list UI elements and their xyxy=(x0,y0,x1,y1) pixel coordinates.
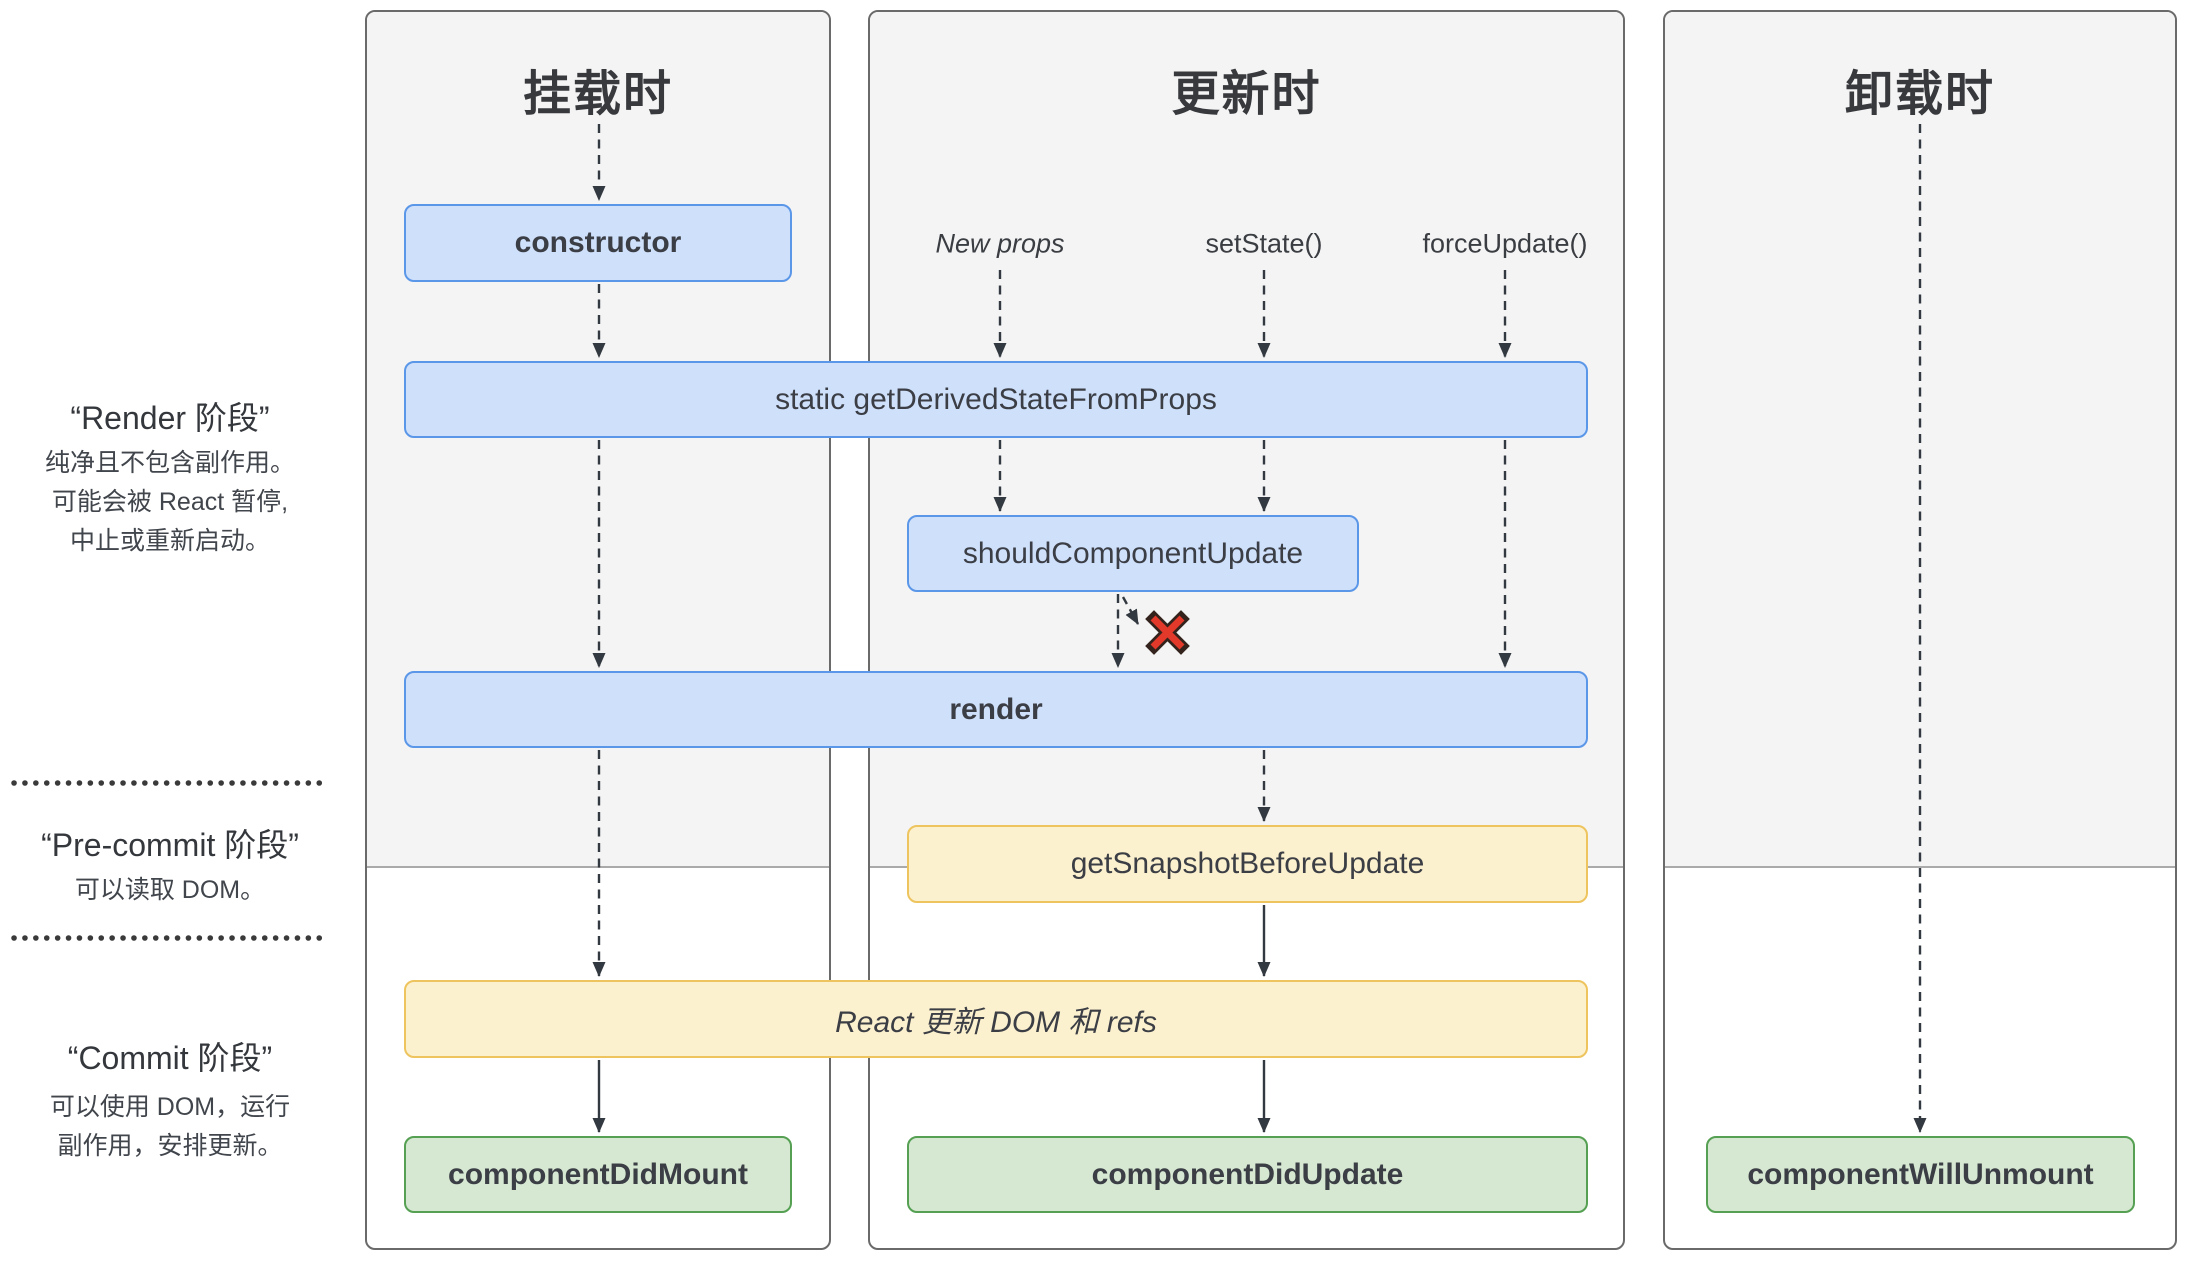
box-get-snapshot-before-update: getSnapshotBeforeUpdate xyxy=(907,825,1588,903)
phase-commit-line-2: 副作用，安排更新。 xyxy=(57,1132,283,1160)
phase-render-description: 纯净且不包含副作用。 可能会被 React 暂停, 中止或重新启动。 xyxy=(0,444,340,561)
phase-precommit-label: “Pre-commit 阶段” xyxy=(0,820,340,866)
column-mounting-title: 挂载时 xyxy=(522,68,673,121)
trigger-new-props: New props xyxy=(935,228,1065,259)
box-render: render xyxy=(404,671,1588,748)
phase-render-line-2: 可能会被 React 暂停, xyxy=(51,488,289,516)
column-updating-title: 更新时 xyxy=(1171,68,1322,121)
trigger-force-update: forceUpdate() xyxy=(1422,228,1588,259)
phase-commit-line-1: 可以使用 DOM，运行 xyxy=(49,1093,291,1121)
phase-render-label: “Render 阶段” xyxy=(0,393,340,439)
phase-render-title: “Render 阶段” xyxy=(70,400,270,436)
phase-commit-title: “Commit 阶段” xyxy=(67,1040,273,1076)
phase-precommit-title: “Pre-commit 阶段” xyxy=(41,827,299,863)
box-should-component-update: shouldComponentUpdate xyxy=(907,515,1359,592)
box-component-will-unmount: componentWillUnmount xyxy=(1706,1136,2135,1213)
phase-precommit-line-1: 可以读取 DOM。 xyxy=(74,876,266,904)
box-component-did-update: componentDidUpdate xyxy=(907,1136,1588,1213)
phase-render-line-3: 中止或重新启动。 xyxy=(69,527,270,555)
phase-render-line-1: 纯净且不包含副作用。 xyxy=(44,449,295,477)
trigger-set-state: setState() xyxy=(1205,228,1323,259)
render-phase-shade xyxy=(1665,12,2175,868)
box-get-derived-state-from-props: static getDerivedStateFromProps xyxy=(404,361,1588,438)
panel-mounting: 挂载时 xyxy=(365,10,831,1250)
phase-commit-label: “Commit 阶段” xyxy=(0,1033,340,1079)
panel-unmounting: 卸载时 xyxy=(1663,10,2177,1250)
panel-updating: 更新时 xyxy=(868,10,1625,1250)
box-constructor: constructor xyxy=(404,204,792,282)
column-unmounting-title: 卸载时 xyxy=(1844,68,1995,121)
phase-precommit-description: 可以读取 DOM。 xyxy=(0,871,340,910)
box-react-updates-dom: React 更新 DOM 和 refs xyxy=(404,980,1588,1058)
box-component-did-mount: componentDidMount xyxy=(404,1136,792,1213)
phase-commit-description: 可以使用 DOM，运行 副作用，安排更新。 xyxy=(0,1088,340,1166)
